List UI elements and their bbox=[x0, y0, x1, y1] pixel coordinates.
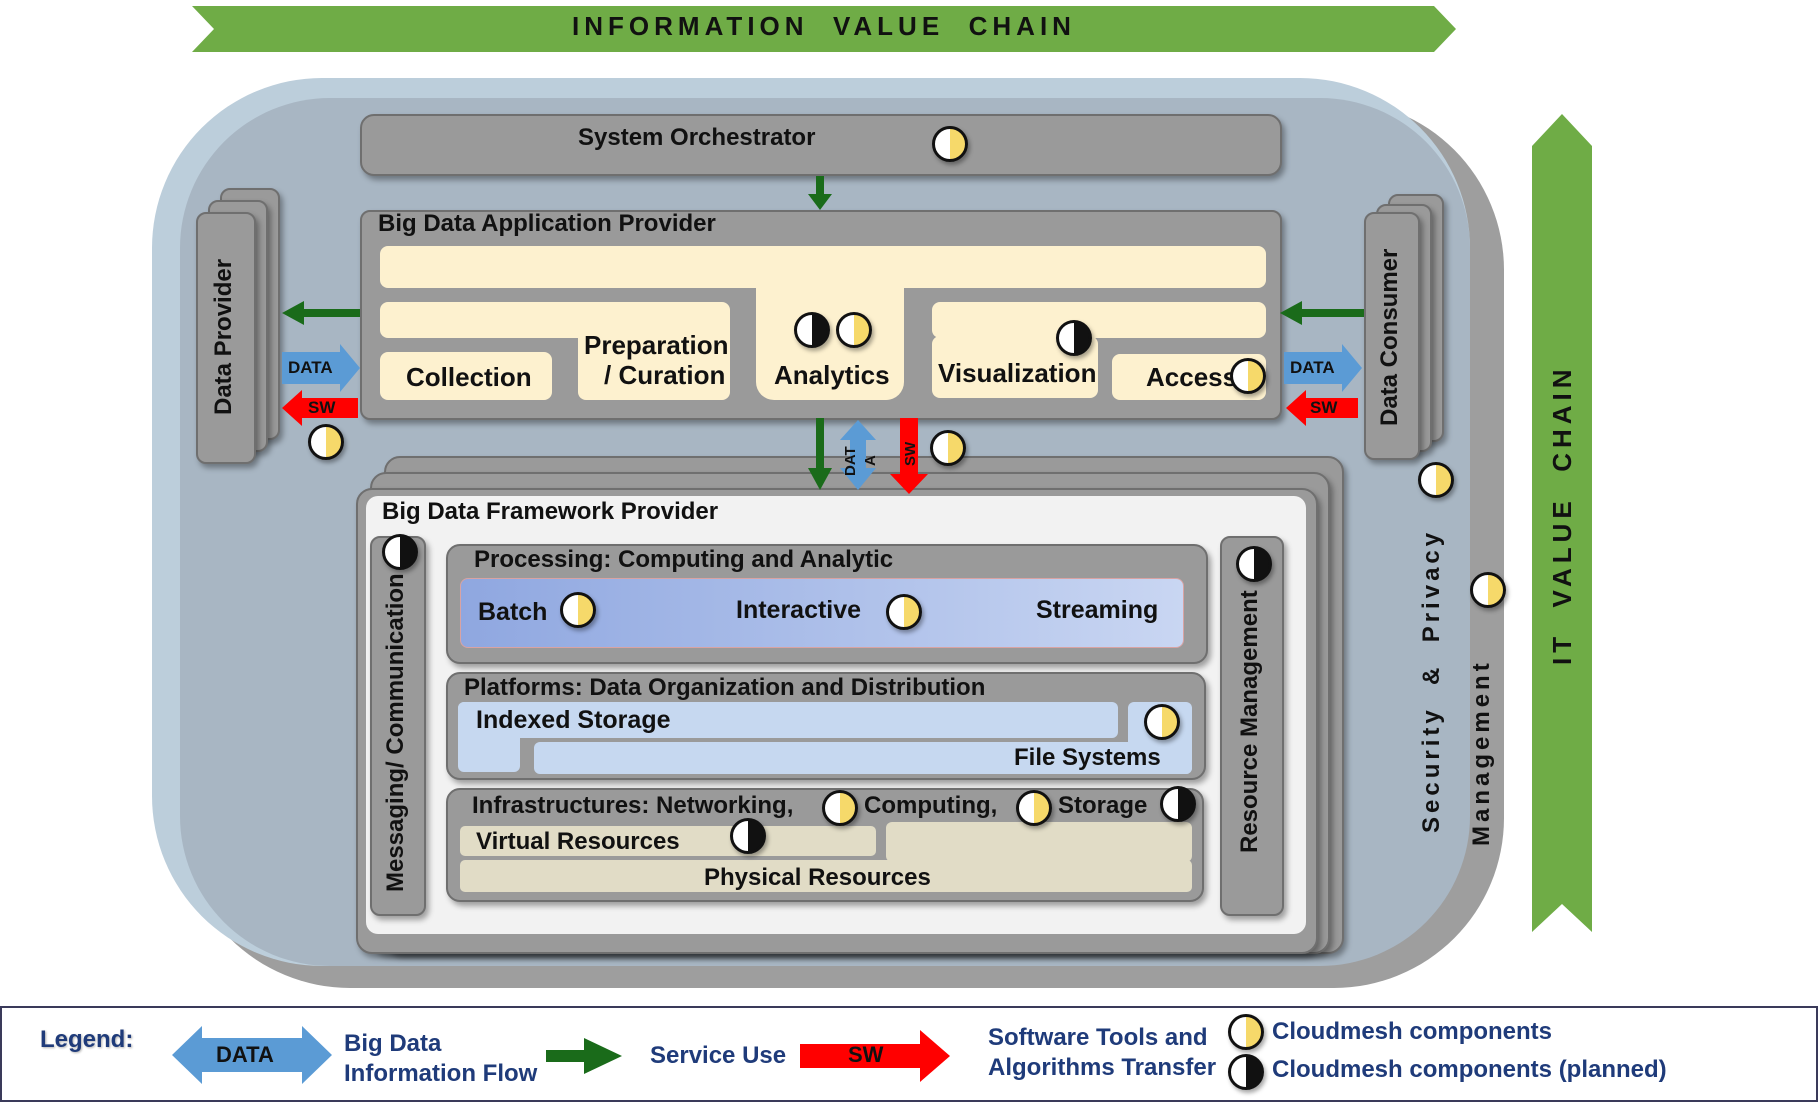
legend-data-flow-line1: Big Data bbox=[344, 1030, 442, 1057]
data-consumer bbox=[1364, 212, 1420, 460]
data-arrow-provider-label: DATA bbox=[288, 358, 333, 377]
it-value-chain-banner bbox=[1532, 114, 1592, 932]
service-use-arrow-framework bbox=[808, 418, 832, 490]
infrastructures-title-computing: Computing, bbox=[864, 792, 998, 819]
batch-label: Batch bbox=[478, 598, 548, 626]
legend-service-use-arrow bbox=[546, 1038, 622, 1074]
physical-resources-label: Physical Resources bbox=[704, 864, 931, 891]
legend-sw-transfer-line1: Software Tools and bbox=[988, 1024, 1208, 1051]
cloudmesh-component-icon bbox=[886, 594, 922, 630]
app-right-band bbox=[932, 302, 1266, 338]
legend-cloudmesh-planned-label: Cloudmesh components (planned) bbox=[1272, 1056, 1667, 1083]
collection-label: Collection bbox=[406, 362, 532, 392]
streaming-label: Streaming bbox=[1036, 596, 1159, 624]
infrastructures-title-storage: Storage bbox=[1058, 792, 1148, 819]
legend-cloudmesh-label: Cloudmesh components bbox=[1272, 1018, 1553, 1045]
resource-management-column bbox=[1220, 536, 1284, 916]
legend-cloudmesh-icon bbox=[1228, 1014, 1264, 1050]
legend-data-arrow-label: DATA bbox=[216, 1042, 274, 1067]
sw-arrow-vertical bbox=[890, 418, 928, 494]
system-orchestrator bbox=[360, 114, 1282, 176]
cloudmesh-planned-icon bbox=[382, 534, 418, 570]
indexed-storage-stem bbox=[458, 702, 520, 772]
processing-title: Processing: Computing and Analytic bbox=[474, 546, 894, 573]
messaging-column bbox=[370, 536, 426, 916]
preparation-label-line1: Preparation bbox=[584, 330, 729, 360]
information-value-chain-banner bbox=[192, 6, 1456, 52]
infrastructures-title-networking: Infrastructures: Networking, bbox=[472, 792, 794, 819]
indexed-storage-band bbox=[458, 702, 1118, 738]
legend-data-flow-line2: Information Flow bbox=[344, 1060, 538, 1087]
file-systems-band bbox=[534, 742, 1192, 774]
cloudmesh-component-icon bbox=[1144, 704, 1180, 740]
system-orchestrator-title: System Orchestrator bbox=[578, 124, 816, 151]
analytics-stem bbox=[756, 246, 904, 400]
legend-sw-arrow-label: SW bbox=[848, 1042, 884, 1067]
legend-title: Legend: bbox=[40, 1026, 134, 1053]
flow-arrows bbox=[282, 176, 1364, 494]
cloudmesh-component-icon bbox=[930, 430, 966, 466]
framework-title: Big Data Framework Provider bbox=[382, 498, 719, 525]
legend-arrows bbox=[172, 1026, 950, 1084]
service-use-arrow-provider bbox=[282, 301, 360, 325]
indexed-storage-label: Indexed Storage bbox=[476, 706, 671, 734]
data-provider bbox=[196, 212, 256, 464]
cloudmesh-planned-icon bbox=[1056, 320, 1092, 356]
legend-service-use-label: Service Use bbox=[650, 1042, 787, 1069]
cloudmesh-component-icon bbox=[932, 126, 968, 162]
sw-arrow-consumer bbox=[1286, 390, 1358, 426]
cloudmesh-planned-icon bbox=[1160, 786, 1196, 822]
service-use-arrow-orchestrator bbox=[808, 176, 832, 210]
cloudmesh-component-icon bbox=[1418, 462, 1454, 498]
cloudmesh-component-icon bbox=[560, 592, 596, 628]
cloudmesh-component-icon bbox=[822, 790, 858, 826]
data-arrow-vertical-label-1: DAT bbox=[842, 446, 859, 476]
sw-arrow-provider bbox=[282, 390, 358, 426]
sw-arrow-vertical-label: SW bbox=[902, 441, 919, 466]
preparation-box bbox=[578, 304, 730, 400]
application-provider-title: Big Data Application Provider bbox=[378, 210, 716, 237]
legend-data-arrow bbox=[172, 1026, 332, 1084]
data-arrow-consumer-label: DATA bbox=[1290, 358, 1335, 377]
platforms-title: Platforms: Data Organization and Distrib… bbox=[464, 674, 986, 701]
sw-arrow-consumer-label: SW bbox=[1310, 398, 1338, 417]
interactive-label: Interactive bbox=[736, 596, 862, 624]
collection-box bbox=[380, 352, 552, 400]
physical-resources-band bbox=[460, 860, 1192, 892]
cloudmesh-component-icon bbox=[1230, 358, 1266, 394]
cloudmesh-component-icon bbox=[1016, 790, 1052, 826]
sw-arrow-provider-label: SW bbox=[308, 398, 336, 417]
legend-sw-arrow bbox=[800, 1030, 950, 1082]
preparation-label-line2: / Curation bbox=[604, 360, 726, 390]
analytics-label: Analytics bbox=[774, 360, 890, 390]
access-label: Access bbox=[1146, 362, 1238, 392]
cloudmesh-planned-icon bbox=[730, 818, 766, 854]
cloudmesh-planned-icon bbox=[1236, 546, 1272, 582]
cloudmesh-component-icon bbox=[1470, 572, 1506, 608]
cloudmesh-planned-icon bbox=[794, 312, 830, 348]
cloudmesh-component-icon bbox=[308, 424, 344, 460]
service-use-arrow-consumer bbox=[1280, 301, 1364, 325]
file-systems-label: File Systems bbox=[1014, 744, 1161, 771]
information-value-chain-label: INFORMATION VALUE CHAIN bbox=[572, 11, 1076, 41]
data-arrow-consumer bbox=[1284, 344, 1362, 392]
visualization-label: Visualization bbox=[938, 358, 1097, 388]
virtual-resources-band bbox=[460, 826, 876, 856]
legend-sw-transfer-line2: Algorithms Transfer bbox=[988, 1054, 1217, 1081]
data-arrow-vertical bbox=[840, 420, 876, 490]
data-arrow-provider bbox=[282, 344, 360, 392]
legend-cloudmesh-planned-icon bbox=[1228, 1054, 1264, 1090]
cloudmesh-component-icon bbox=[836, 312, 872, 348]
physical-resources-stem bbox=[886, 822, 1192, 862]
data-arrow-vertical-label-2: A bbox=[862, 455, 879, 466]
virtual-resources-label: Virtual Resources bbox=[476, 828, 680, 855]
